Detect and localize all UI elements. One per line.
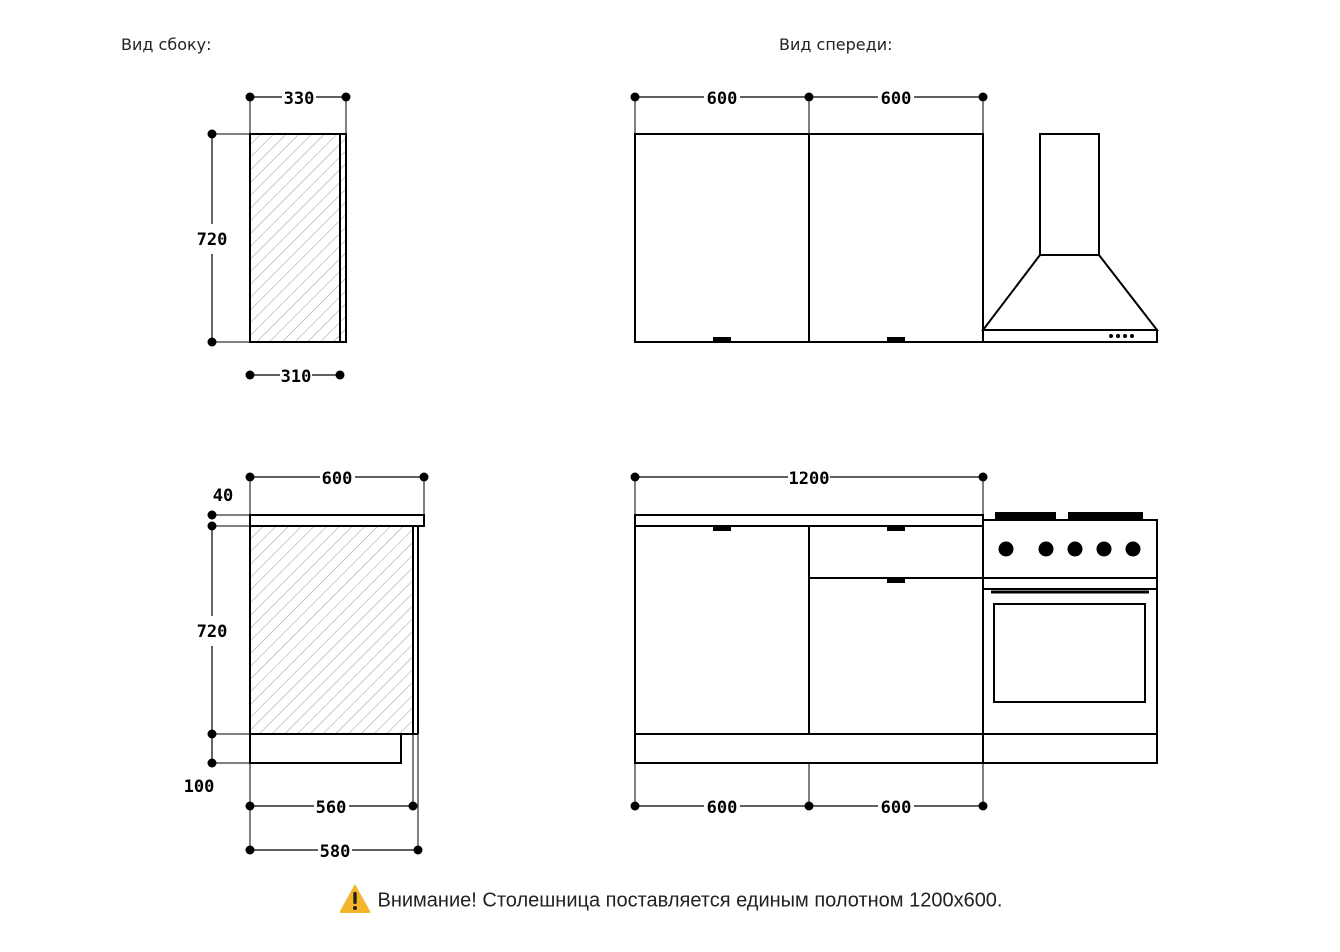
label-lower-side-720: 720 [197, 622, 228, 642]
dim-lower-side-vertical [207, 510, 250, 768]
label-lower-front-right-600: 600 [881, 798, 912, 818]
countertop-notice: Внимание! Столешница поставляется единым… [0, 882, 1340, 920]
label-lower-side-100: 100 [184, 777, 215, 797]
dim-lower-front-widths [630, 763, 988, 811]
stove [982, 512, 1158, 764]
label-upper-front-left-600: 600 [707, 89, 738, 109]
notice-text: Внимание! Столешница поставляется единым… [377, 889, 1003, 912]
label-lower-side-560: 560 [316, 798, 347, 818]
dim-lower-side-560 [245, 734, 418, 850]
dim-upper-front-widths [630, 92, 988, 134]
dim-lower-front-1200 [630, 472, 988, 515]
dim-lower-side-600 [245, 472, 429, 515]
dim-upper-side-330 [245, 92, 351, 134]
label-lower-front-left-600: 600 [707, 798, 738, 818]
lower-front-cabinets [634, 514, 984, 764]
lower-side-cabinet [249, 514, 425, 764]
front-view-title: Вид спереди: [779, 35, 893, 54]
label-lower-side-580: 580 [320, 842, 351, 862]
dim-upper-side-720 [207, 129, 250, 347]
warning-icon [338, 882, 372, 920]
dim-upper-side-310 [245, 370, 345, 380]
range-hood [980, 133, 1160, 343]
label-lower-side-40: 40 [213, 486, 233, 506]
label-lower-front-1200: 1200 [789, 469, 830, 489]
label-upper-side-310: 310 [281, 367, 312, 387]
label-upper-front-right-600: 600 [881, 89, 912, 109]
side-view-title: Вид сбоку: [121, 35, 212, 54]
dim-lower-side-580 [245, 734, 423, 855]
label-upper-side-330: 330 [284, 89, 315, 109]
upper-side-cabinet [249, 133, 347, 343]
label-lower-side-600: 600 [322, 469, 353, 489]
upper-front-cabinets [634, 133, 984, 343]
label-upper-side-720: 720 [197, 230, 228, 250]
